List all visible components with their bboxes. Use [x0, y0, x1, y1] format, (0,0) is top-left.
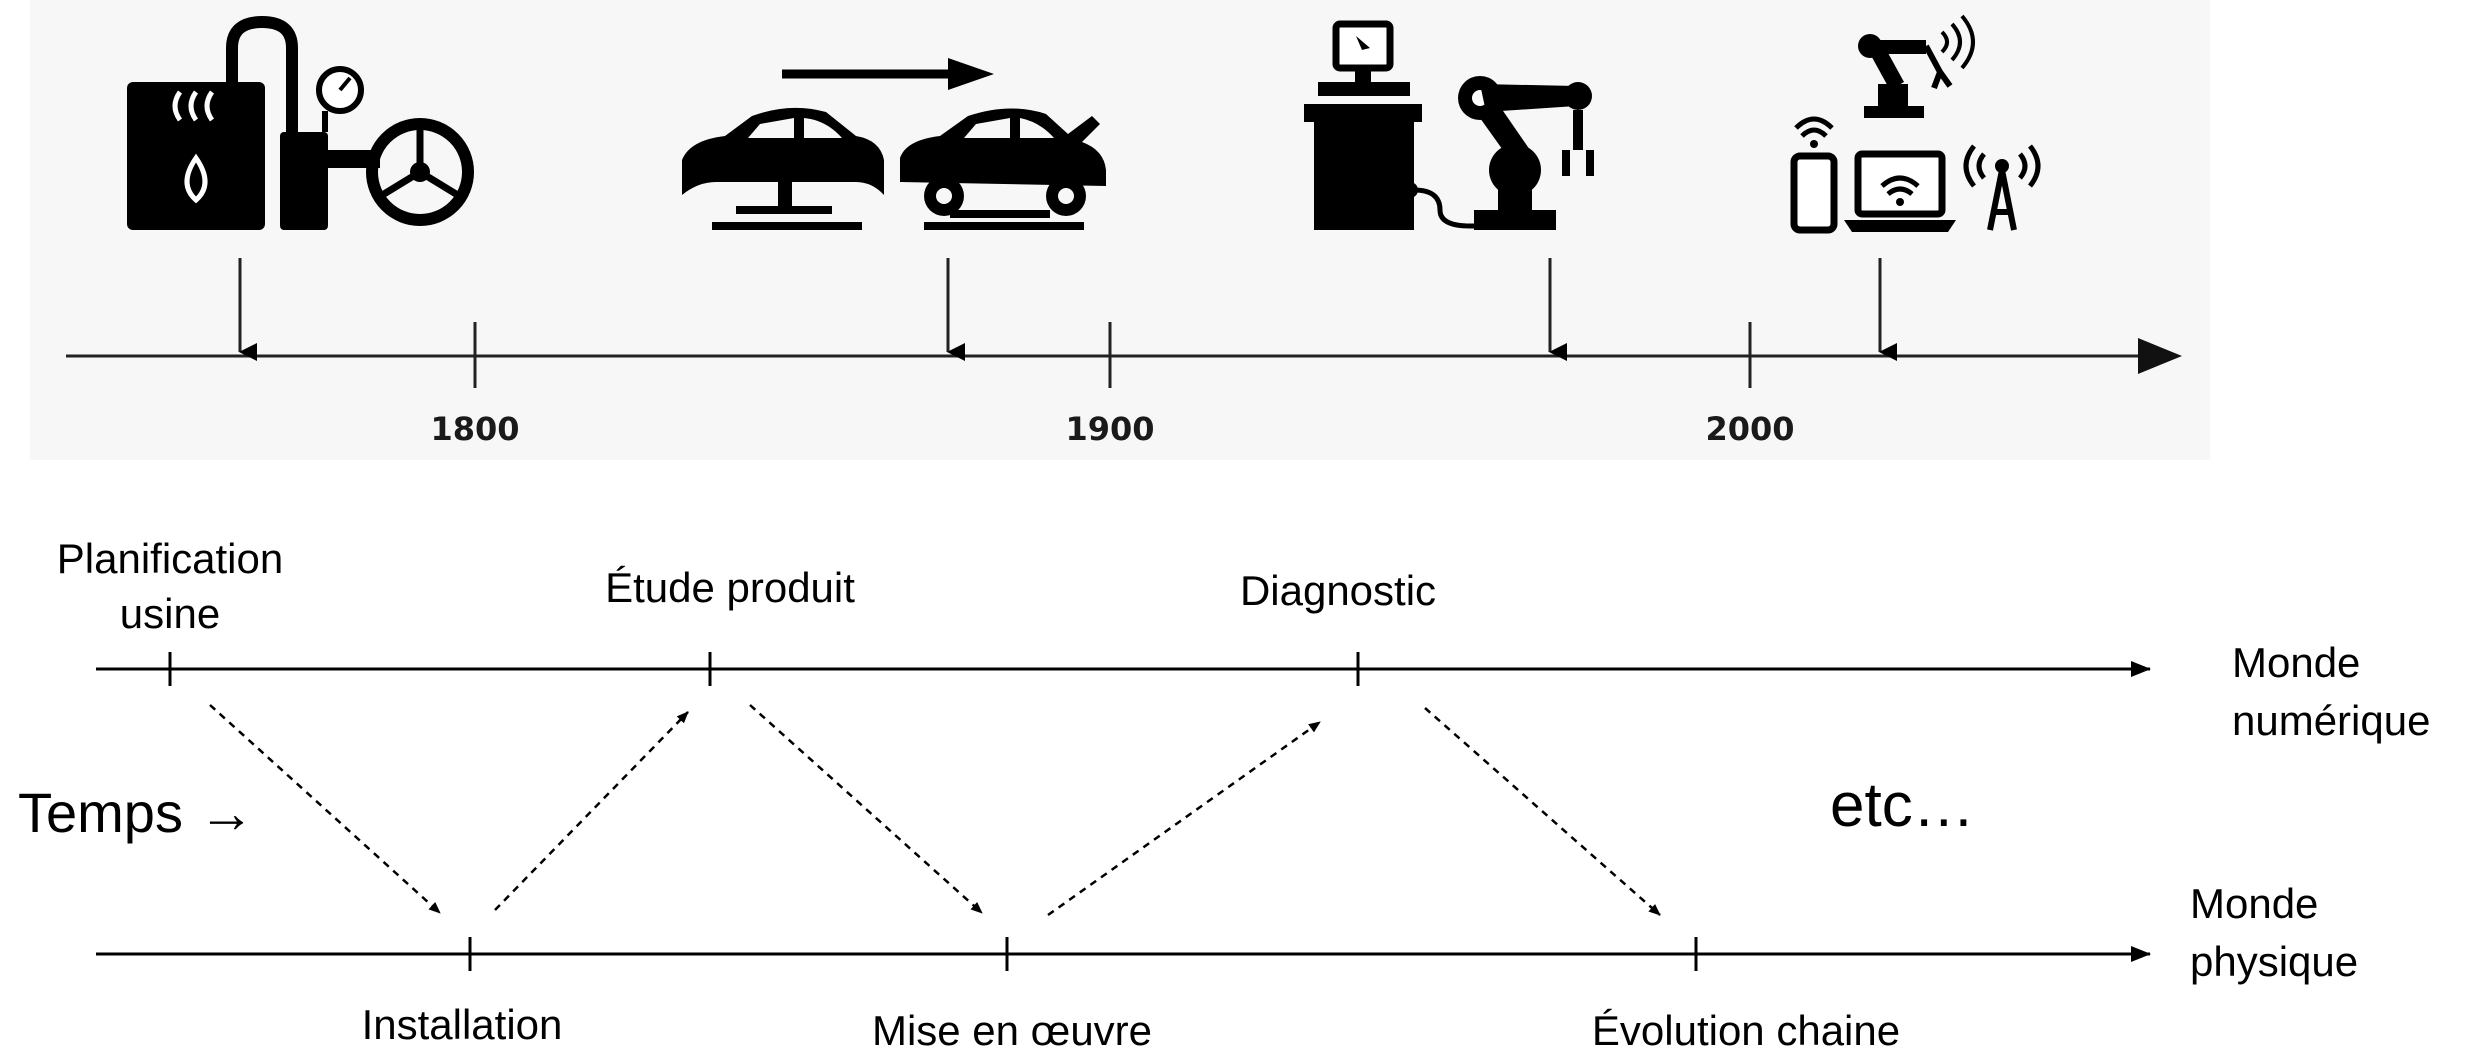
dashed-arrow-to-physical: [1424, 707, 1661, 916]
digital-event-label: usine: [120, 590, 220, 637]
physical-event-label: Installation: [362, 1001, 563, 1048]
digital-world-label: Monde: [2232, 639, 2360, 686]
digital-world-label: numérique: [2232, 697, 2430, 744]
industrial-revolutions-timeline: 1800 1900 2000: [66, 14, 2182, 448]
dashed-arrow-to-physical: [749, 704, 983, 914]
digital-event-label: Étude produit: [605, 564, 855, 611]
year-label: 2000: [1705, 410, 1794, 448]
top-panel-background: [30, 0, 2210, 460]
digital-event-label: Planification: [57, 535, 283, 582]
physical-event-label: Évolution chaine: [1592, 1007, 1900, 1051]
dashed-arrow-to-digital: [1047, 720, 1321, 917]
dashed-arrow-to-digital: [494, 711, 689, 911]
computer-robot-arm-icon: [1304, 20, 1594, 230]
top-axis-arrowhead: [2138, 338, 2182, 374]
physical-world-label: physique: [2190, 938, 2358, 985]
physical-world-label: Monde: [2190, 880, 2318, 927]
steam-engine-icon: [127, 15, 474, 230]
assembly-line-icon: [682, 58, 1106, 230]
physical-event-label: Mise en œuvre: [872, 1007, 1152, 1051]
digital-event-label: Diagnostic: [1240, 567, 1436, 614]
connected-devices-icon: [1790, 14, 2041, 234]
etc-label: etc…: [1830, 771, 1975, 840]
time-direction-label: Temps →: [18, 781, 255, 844]
year-label: 1900: [1065, 410, 1154, 448]
year-label: 1800: [430, 410, 519, 448]
digital-physical-timelines: Planification usine Étude produit Diagno…: [18, 535, 2430, 1051]
